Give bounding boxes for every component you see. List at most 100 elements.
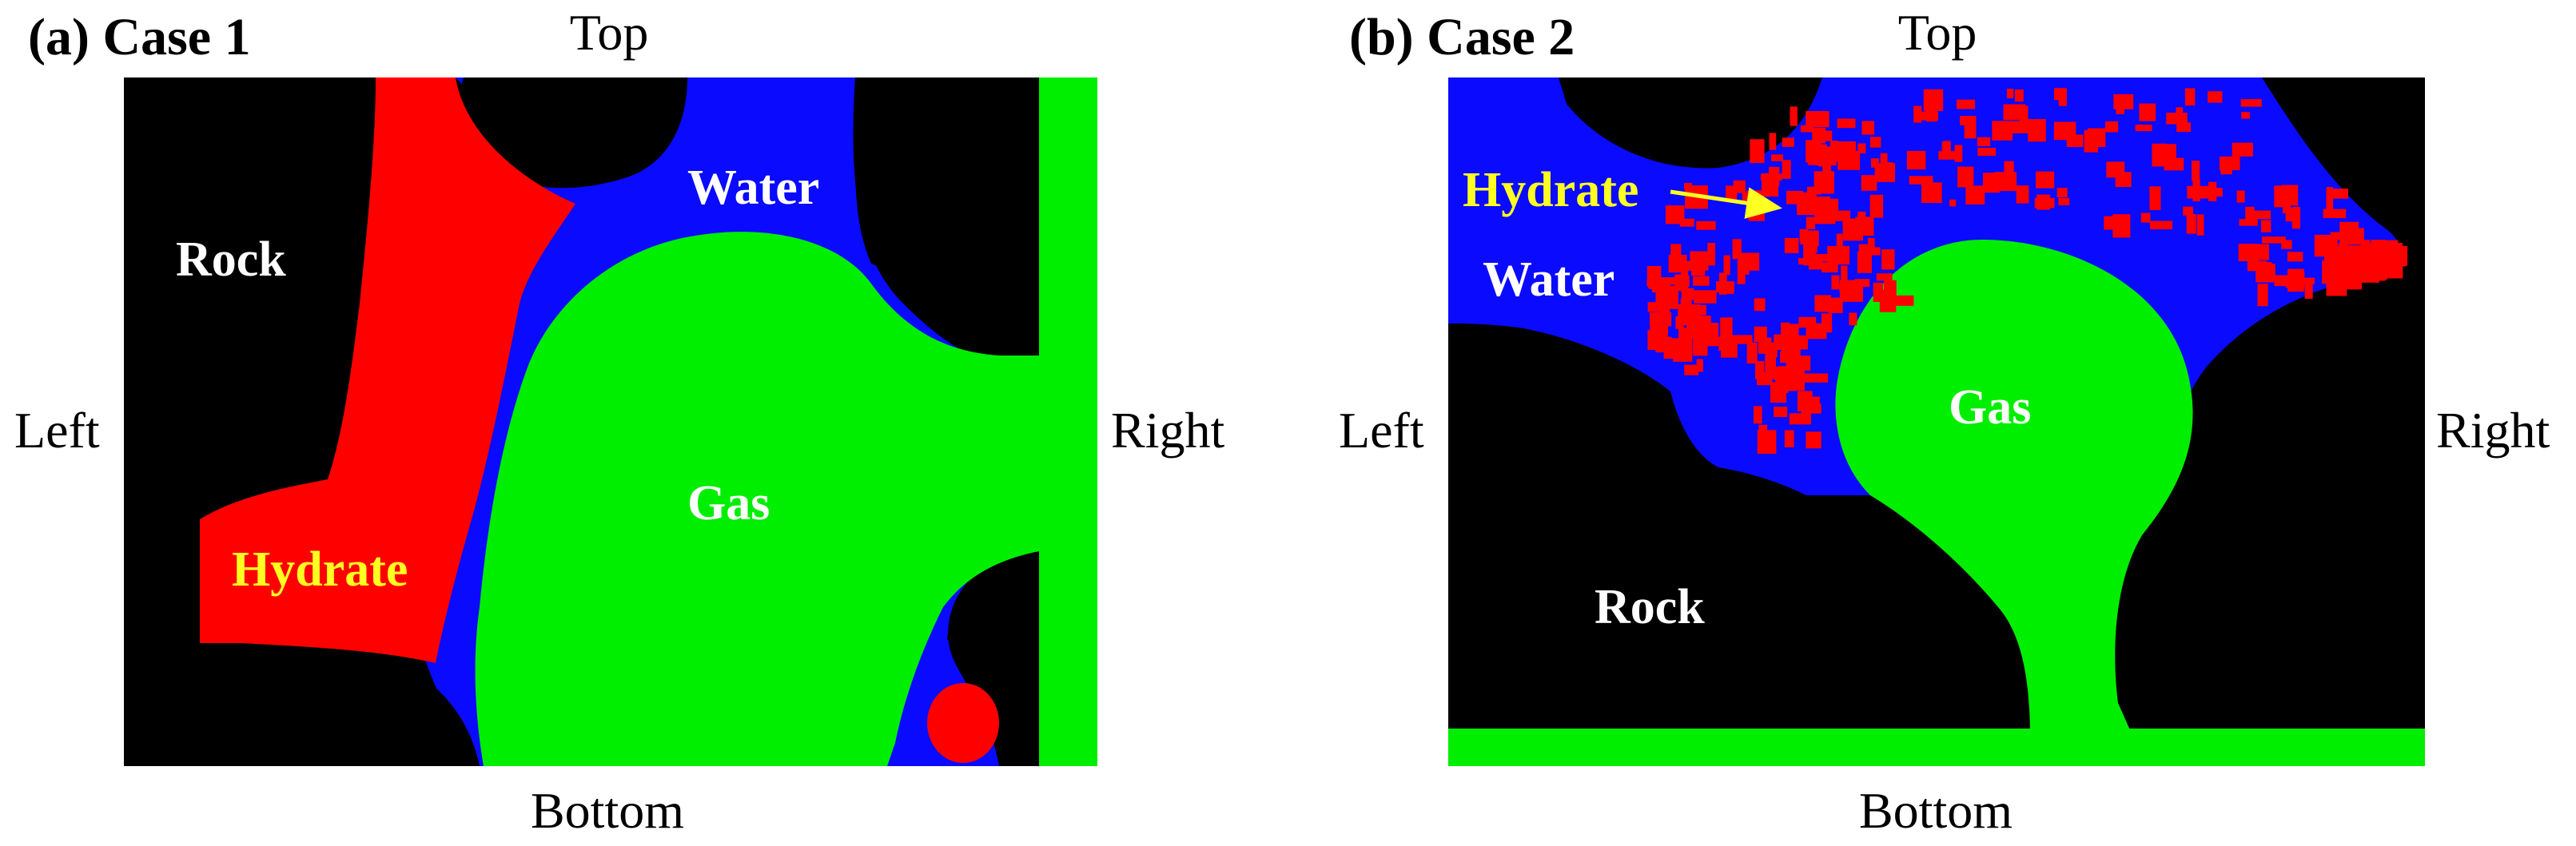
- hydrate-cluster: [2359, 260, 2380, 283]
- panel-a-rock-top-center: [460, 77, 687, 189]
- hydrate-cluster: [1654, 277, 1676, 285]
- hydrate-cluster: [2106, 161, 2125, 178]
- panel-b-top-label: Top: [1898, 4, 1977, 61]
- panel-case-1: (a) Case 1 Top Bottom Left Right: [14, 4, 1224, 839]
- hydrate-cluster: [1831, 275, 1840, 290]
- hydrate-cluster: [1806, 216, 1816, 229]
- hydrate-cluster: [1909, 176, 1933, 185]
- hydrate-cluster: [1842, 229, 1863, 241]
- panel-a-bottom-label: Bottom: [531, 782, 684, 839]
- hydrate-cluster: [2340, 228, 2364, 245]
- hydrate-cluster: [1849, 312, 1857, 326]
- hydrate-cluster: [1829, 141, 1838, 150]
- hydrate-cluster: [2149, 186, 2161, 211]
- panel-case-2: (b) Case 2 Top Bottom Left Right Hydrate…: [1339, 4, 2550, 839]
- hydrate-cluster: [1808, 157, 1830, 165]
- hydrate-cluster: [1977, 137, 1991, 146]
- hydrate-cluster: [1949, 199, 1957, 207]
- hydrate-cluster: [1723, 255, 1730, 276]
- hydrate-cluster: [2330, 232, 2343, 240]
- hydrate-cluster: [2252, 210, 2271, 220]
- hydrate-cluster: [1836, 233, 1843, 248]
- hydrate-cluster: [2204, 188, 2223, 197]
- hydrate-cluster: [1758, 344, 1774, 354]
- hydrate-cluster: [2304, 281, 2313, 299]
- hydrate-cluster: [1784, 237, 1799, 253]
- hydrate-cluster: [2058, 197, 2070, 205]
- hydrate-cluster: [1666, 291, 1675, 306]
- panel-b-gas-label: Gas: [1949, 380, 2031, 435]
- hydrate-cluster: [1771, 383, 1789, 393]
- hydrate-cluster: [1876, 273, 1893, 281]
- hydrate-cluster: [1721, 343, 1738, 358]
- panel-b-image: [1448, 77, 2425, 766]
- hydrate-cluster: [1941, 141, 1950, 151]
- hydrate-cluster: [1782, 137, 1794, 147]
- hydrate-cluster: [1957, 166, 1974, 188]
- panel-a-top-label: Top: [570, 4, 649, 61]
- hydrate-cluster: [1994, 172, 2017, 192]
- hydrate-cluster: [2058, 88, 2067, 106]
- hydrate-cluster: [2341, 245, 2362, 268]
- hydrate-cluster: [2239, 219, 2258, 226]
- hydrate-cluster: [1808, 254, 1829, 262]
- hydrate-cluster: [1771, 154, 1783, 161]
- hydrate-cluster: [1762, 173, 1779, 197]
- hydrate-cluster: [2192, 161, 2200, 181]
- hydrate-cluster: [1857, 251, 1872, 273]
- hydrate-cluster: [2028, 119, 2046, 142]
- hydrate-cluster: [1806, 111, 1829, 128]
- hydrate-cluster: [1960, 116, 1971, 125]
- hydrate-cluster: [1679, 218, 1694, 227]
- panel-b-title: (b) Case 2: [1349, 8, 1575, 66]
- hydrate-cluster: [1681, 288, 1694, 300]
- panel-b-gas-bottom-strip: [1448, 729, 2425, 766]
- hydrate-cluster: [1687, 328, 1696, 336]
- hydrate-cluster: [1977, 147, 1997, 157]
- hydrate-cluster: [1808, 259, 1823, 270]
- hydrate-cluster: [2329, 246, 2339, 267]
- hydrate-cluster: [1789, 413, 1811, 425]
- hydrate-cluster: [2186, 213, 2196, 234]
- hydrate-cluster: [1917, 111, 1938, 121]
- hydrate-cluster: [1746, 342, 1758, 363]
- hydrate-cluster: [1881, 162, 1893, 175]
- panel-b-hydrate-clusters: [1646, 88, 2408, 455]
- hydrate-cluster: [2104, 121, 2119, 133]
- hydrate-cluster: [1867, 237, 1875, 253]
- panel-a-right-label: Right: [1111, 402, 1224, 459]
- hydrate-cluster: [2037, 194, 2050, 210]
- hydrate-cluster: [1800, 125, 1814, 133]
- hydrate-cluster: [1847, 151, 1858, 169]
- panel-b-left-label: Left: [1339, 402, 1424, 459]
- hydrate-cluster: [2006, 89, 2014, 99]
- hydrate-cluster: [2056, 188, 2068, 197]
- hydrate-cluster: [2330, 189, 2348, 199]
- hydrate-cluster: [1954, 145, 1963, 162]
- hydrate-cluster: [2014, 89, 2024, 102]
- hydrate-cluster: [1790, 106, 1798, 126]
- panel-a-gas-label: Gas: [687, 476, 770, 530]
- hydrate-cluster: [2281, 185, 2299, 206]
- hydrate-cluster: [2335, 250, 2344, 267]
- panel-a-title: (a) Case 1: [28, 8, 251, 66]
- hydrate-cluster: [2285, 207, 2296, 222]
- hydrate-cluster: [1822, 158, 1831, 172]
- hydrate-cluster: [2088, 128, 2106, 148]
- panel-a-hydrate-label: Hydrate: [232, 542, 408, 597]
- hydrate-cluster: [2245, 206, 2255, 223]
- hydrate-cluster: [1694, 290, 1717, 304]
- hydrate-cluster: [1732, 239, 1742, 260]
- hydrate-cluster: [1679, 328, 1689, 341]
- hydrate-cluster: [1873, 282, 1884, 302]
- hydrate-cluster: [2116, 105, 2124, 114]
- panel-b-hydrate-arrow: [1670, 187, 1782, 219]
- hydrate-cluster: [1814, 200, 1836, 224]
- hydrate-cluster: [1769, 133, 1777, 150]
- hydrate-cluster: [1827, 245, 1850, 265]
- panel-a-rock-upper-right: [853, 77, 1039, 369]
- hydrate-cluster: [1693, 332, 1700, 353]
- hydrate-cluster: [1861, 121, 1875, 135]
- hydrate-cluster: [2176, 122, 2191, 133]
